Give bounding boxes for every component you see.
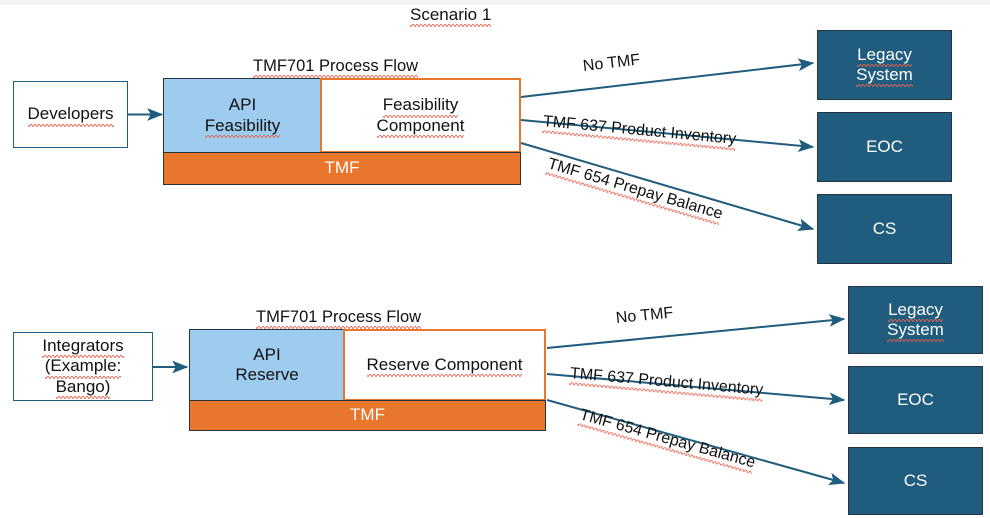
system-box-legacy-system-top-text: Legacy System bbox=[856, 44, 913, 88]
flow-title-bottom: TMF701 Process Flow bbox=[256, 308, 422, 329]
actor-label-line-1: Developers bbox=[27, 104, 114, 127]
flow-title-top: TMF701 Process Flow bbox=[253, 57, 419, 78]
edge-label-bottom-no-tmf: No TMF bbox=[615, 304, 674, 327]
component-box-reserve[interactable]: Reserve Component bbox=[343, 329, 546, 401]
edge-label-top-no-tmf: No TMF bbox=[581, 51, 642, 75]
page-title: Scenario 1 bbox=[410, 5, 492, 27]
edge-label-top-tmf637: TMF 637 Product Inventory bbox=[542, 113, 737, 148]
system-box-cs-bottom[interactable]: CS bbox=[848, 447, 983, 515]
edge-label-bottom-tmf654: TMF 654 Prepay Balance bbox=[577, 406, 758, 472]
system-box-legacy-system-bottom[interactable]: Legacy System bbox=[848, 286, 983, 354]
system-box-eoc-bottom[interactable]: EOC bbox=[848, 366, 983, 434]
actor-box-developers[interactable]: Developers bbox=[13, 81, 128, 148]
tmf-bar-top: TMF bbox=[163, 152, 521, 185]
api-box-reserve[interactable]: API Reserve bbox=[189, 329, 344, 401]
top-strip bbox=[0, 0, 990, 5]
system-box-cs-top[interactable]: CS bbox=[817, 194, 952, 264]
actor-box-integrators[interactable]: Integrators (Example: Bango) bbox=[13, 332, 153, 401]
edge-top-tmf654 bbox=[520, 142, 815, 231]
api-box-feasibility-text: API Feasibility bbox=[204, 95, 281, 138]
component-box-feasibility[interactable]: Feasibility Component bbox=[320, 78, 521, 153]
edge-label-top-tmf654: TMF 654 Prepay Balance bbox=[545, 155, 725, 223]
api-box-reserve-text: API Reserve bbox=[235, 344, 299, 384]
api-box-feasibility[interactable]: API Feasibility bbox=[163, 78, 321, 153]
system-box-legacy-system-bottom-text: Legacy System bbox=[887, 299, 944, 343]
tmf-bar-bottom-label: TMF bbox=[350, 405, 385, 425]
edge-top-no-tmf bbox=[520, 58, 815, 98]
component-box-reserve-text: Reserve Component bbox=[366, 354, 523, 378]
page-title-text: Scenario 1 bbox=[410, 5, 492, 27]
edge-bottom-no-tmf bbox=[546, 314, 846, 349]
system-box-legacy-system-top[interactable]: Legacy System bbox=[817, 30, 952, 100]
component-box-feasibility-text: Feasibility Component bbox=[376, 95, 465, 138]
tmf-bar-top-label: TMF bbox=[324, 158, 360, 178]
tmf-bar-bottom: TMF bbox=[189, 400, 546, 431]
actor-box-integrators-text: Integrators (Example: Bango) bbox=[42, 336, 124, 399]
edge-label-bottom-tmf637: TMF 637 Product Inventory bbox=[569, 365, 764, 399]
system-box-eoc-top[interactable]: EOC bbox=[817, 112, 952, 182]
